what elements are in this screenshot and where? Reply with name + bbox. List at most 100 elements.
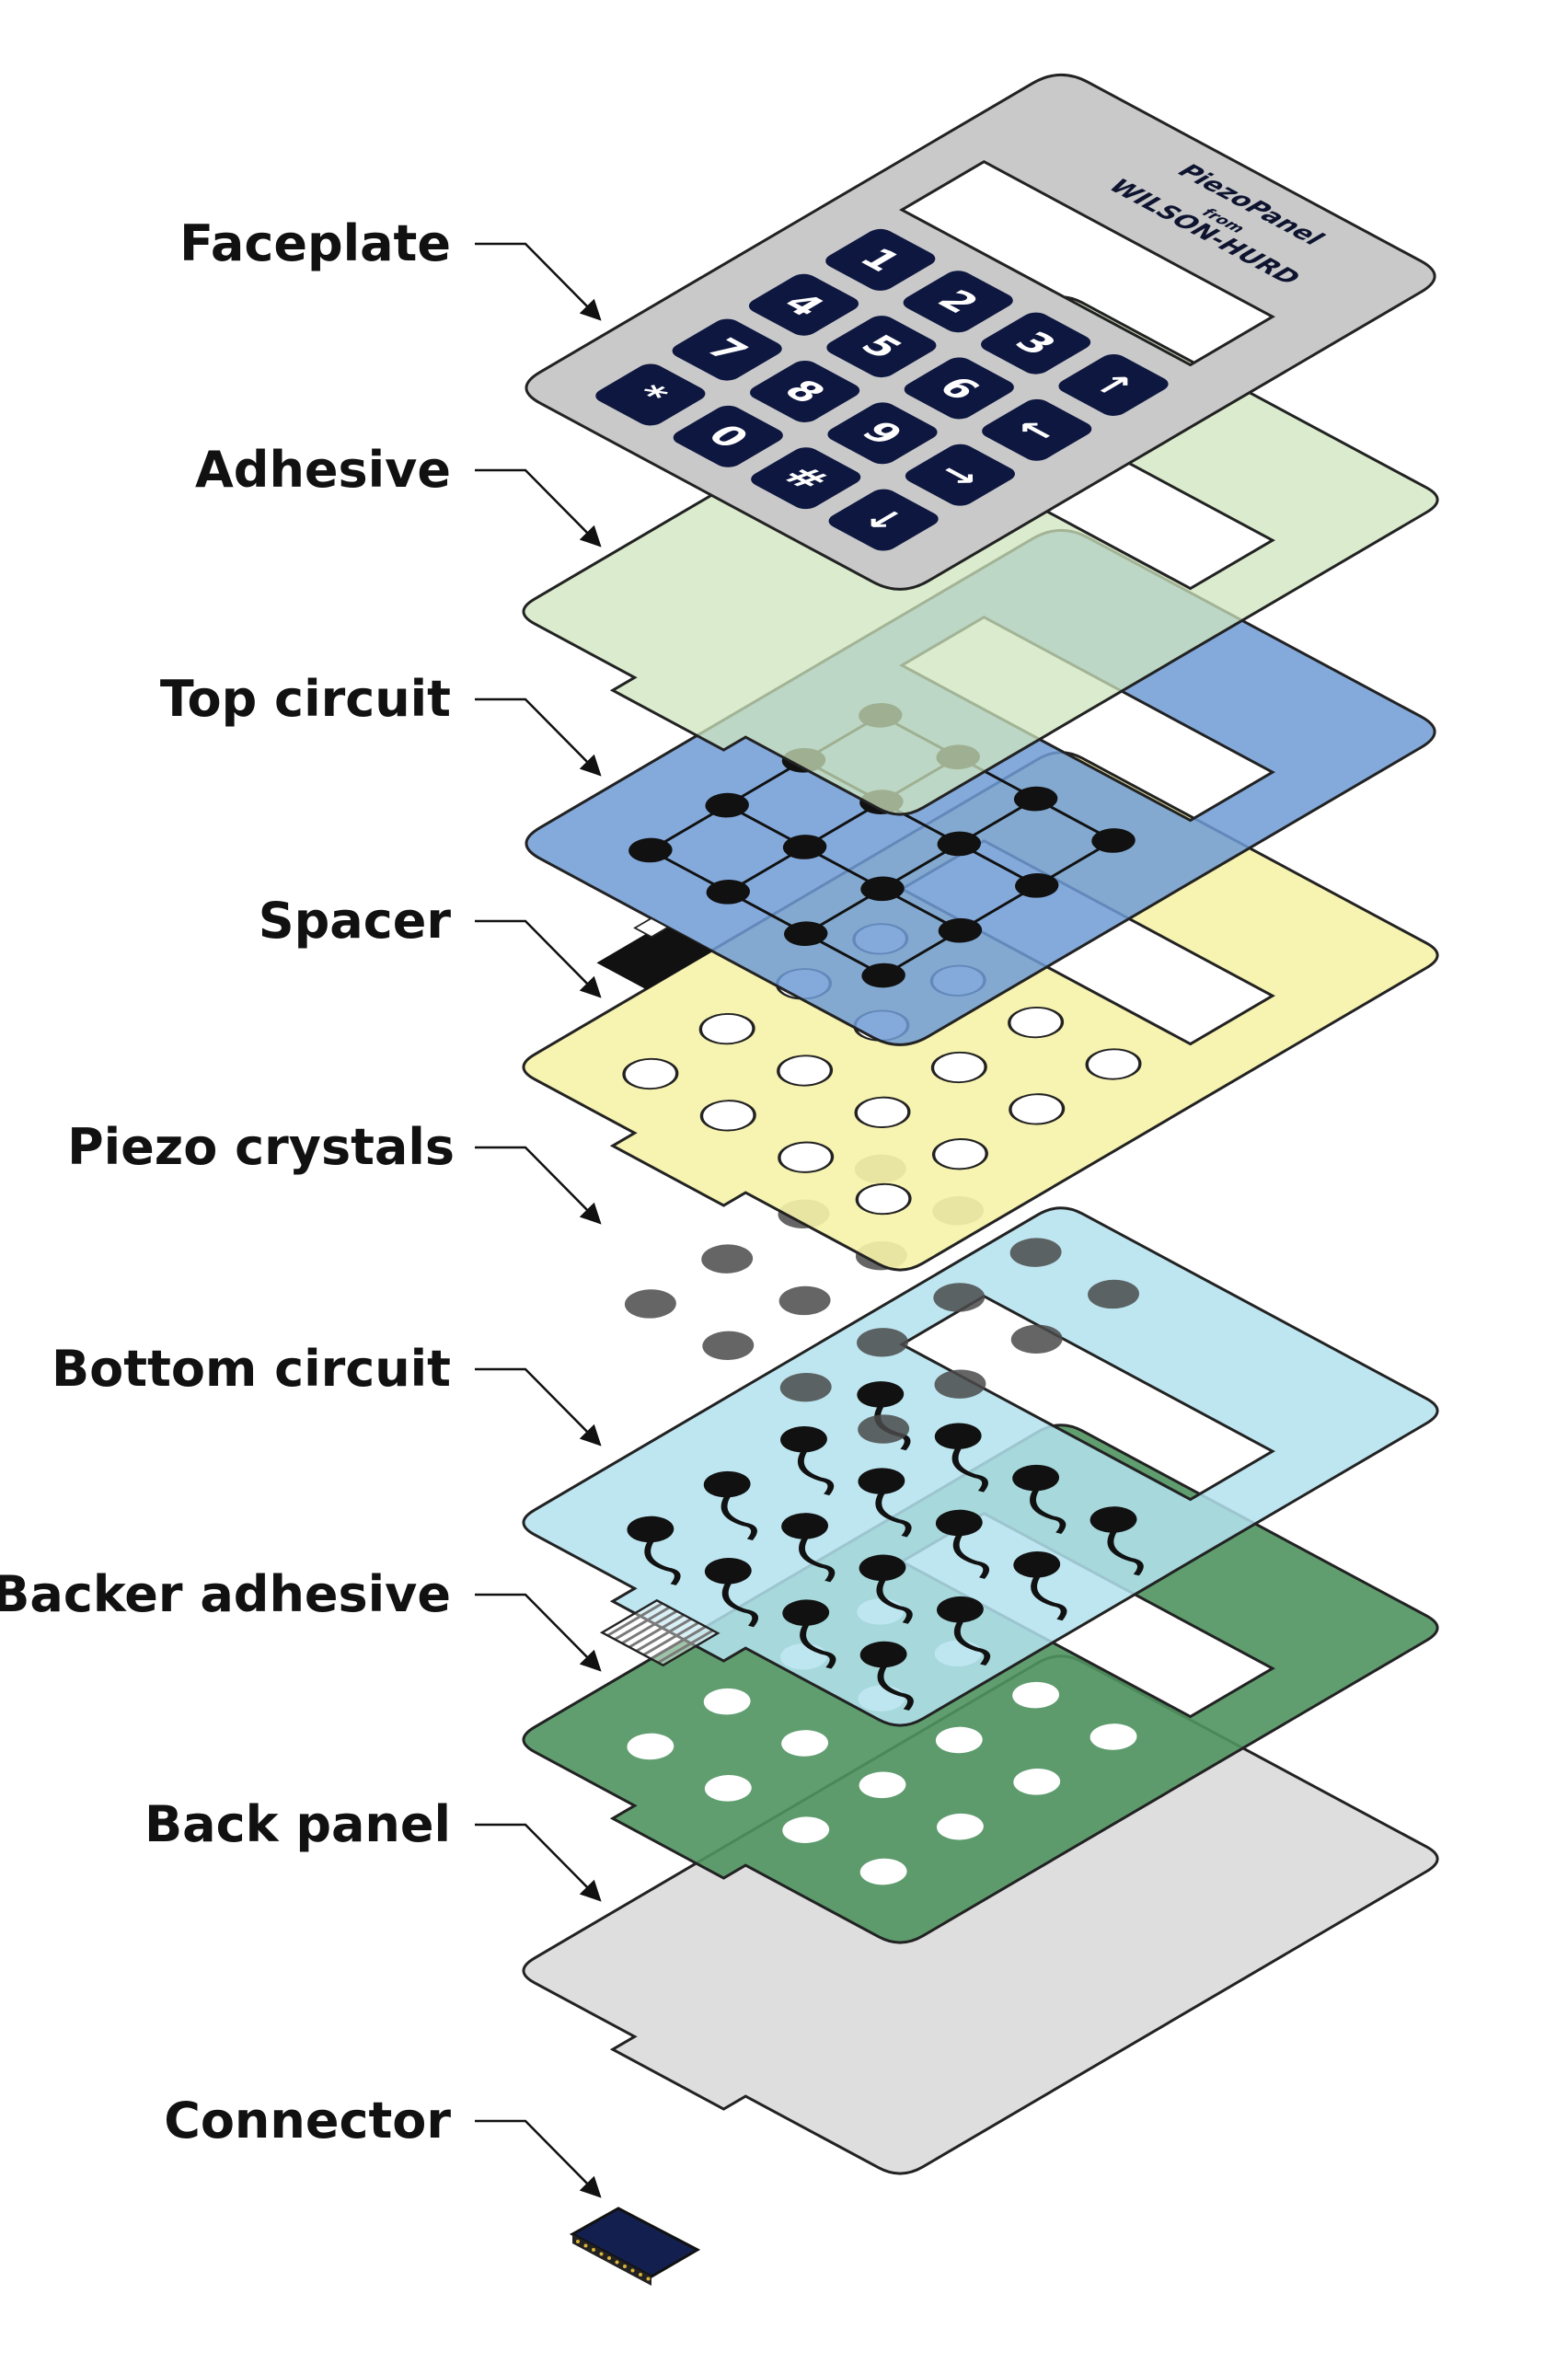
keypad-key[interactable]: 9 xyxy=(822,399,943,467)
backer-hole xyxy=(859,1771,906,1799)
keypad-key[interactable]: 5 xyxy=(821,313,942,381)
ribbon-tail-line xyxy=(649,1625,708,1660)
bottom-trace xyxy=(721,1583,759,1628)
label-piezo-crystals: Piezo crystals xyxy=(67,1118,455,1176)
spacer-hole xyxy=(778,1141,835,1173)
keypad-key[interactable]: 2 xyxy=(897,268,1019,336)
connector-pin xyxy=(576,2240,580,2243)
key-cap xyxy=(673,405,783,467)
layer-stack: 123↑456←789→*0#↓PiezoPanelfromWILSON-HUR… xyxy=(447,67,1449,2286)
bottom-contact-dot xyxy=(859,1641,907,1668)
bottom-trace xyxy=(951,1447,988,1493)
leader-line xyxy=(475,919,602,998)
backer-hole xyxy=(703,1688,751,1715)
leader-line xyxy=(475,1146,602,1225)
piezo-crystal xyxy=(933,1283,986,1312)
keypad-key[interactable]: ← xyxy=(976,396,1098,464)
key-cap xyxy=(905,444,1016,506)
ribbon-tail xyxy=(599,1598,721,1667)
connector-pin xyxy=(623,2265,627,2268)
piezo-crystal xyxy=(778,1285,831,1316)
bottom-trace xyxy=(644,1540,681,1585)
key-cap xyxy=(826,316,937,378)
keypad-key[interactable]: * xyxy=(590,361,711,429)
bottom-contact-dot xyxy=(859,1554,906,1582)
piezo-crystal xyxy=(934,1369,986,1399)
keypad-key[interactable]: → xyxy=(900,441,1021,509)
bottom-contact-dot xyxy=(627,1516,674,1543)
connector-pin xyxy=(639,2273,642,2277)
label-adhesive: Adhesive xyxy=(195,441,451,499)
keypad-key[interactable]: 7 xyxy=(666,316,788,384)
bottom-contact-dot xyxy=(858,1468,905,1494)
key-cap xyxy=(982,398,1092,461)
connector-pin xyxy=(607,2256,611,2260)
label-faceplate: Faceplate xyxy=(179,214,451,272)
label-bottom-circuit: Bottom circuit xyxy=(52,1340,451,1398)
leader-line xyxy=(475,1593,602,1672)
key-cap xyxy=(828,489,939,551)
label-back-panel: Back panel xyxy=(144,1795,451,1853)
backer-hole xyxy=(859,1858,907,1885)
top-trace xyxy=(649,849,885,976)
spacer-hole xyxy=(1085,1048,1142,1080)
top-contact-dot xyxy=(860,876,905,902)
backer-hole xyxy=(1012,1681,1060,1709)
backer-hole xyxy=(1013,1769,1061,1795)
backer-hole xyxy=(935,1726,983,1754)
backer-hole xyxy=(1090,1723,1137,1750)
connector-body xyxy=(569,2207,701,2278)
bottom-contact-dot xyxy=(704,1558,752,1585)
ribbon-tail-line xyxy=(605,1602,664,1637)
key-cap xyxy=(904,357,1014,420)
backer-hole xyxy=(782,1816,830,1843)
ribbon-tail-line xyxy=(628,1614,686,1648)
bottom-contact-dot xyxy=(781,1513,829,1539)
spacer-hole xyxy=(855,1182,912,1216)
bottom-contact-dot xyxy=(1013,1551,1061,1578)
key-cap xyxy=(748,273,859,336)
keypad-key[interactable]: 4 xyxy=(744,271,865,339)
piezo-crystal xyxy=(858,1414,910,1444)
keypad-key[interactable]: 6 xyxy=(898,354,1020,422)
piezo-crystal xyxy=(1010,1324,1063,1354)
keypad-key[interactable]: # xyxy=(745,444,867,513)
key-cap xyxy=(981,312,1091,375)
bottom-circuit-sheet xyxy=(490,1202,1448,1745)
leader-line xyxy=(475,1823,602,1902)
top-contact-dot xyxy=(1013,786,1058,812)
ribbon-tail-line xyxy=(635,1618,693,1653)
backer-hole xyxy=(781,1730,829,1757)
connector-pin xyxy=(583,2243,588,2248)
keypad-key[interactable]: ↑ xyxy=(1053,351,1174,419)
bottom-trace xyxy=(800,1624,836,1669)
piezo-crystal xyxy=(1088,1279,1139,1309)
backer-hole xyxy=(704,1775,752,1802)
bottom-trace xyxy=(721,1496,757,1540)
piezo-crystal xyxy=(701,1244,754,1274)
backer-hole xyxy=(937,1813,984,1840)
top-contact-dot xyxy=(782,835,827,859)
keypad-key[interactable]: 1 xyxy=(820,225,941,294)
key-cap xyxy=(827,402,938,465)
keypad-key[interactable]: 8 xyxy=(744,357,866,425)
bottom-contact-dot xyxy=(934,1423,982,1450)
spacer-hole xyxy=(1008,1006,1065,1039)
spacer-hole xyxy=(1009,1093,1066,1125)
keypad-key[interactable]: 3 xyxy=(975,309,1097,377)
key-cap xyxy=(903,271,1013,333)
top-contact-dot xyxy=(1091,828,1136,853)
backer-hole xyxy=(627,1733,674,1760)
bottom-contact-dot xyxy=(857,1381,905,1408)
bottom-contact-dot xyxy=(1012,1464,1060,1492)
bottom-contact-dot xyxy=(703,1470,751,1498)
spacer-hole xyxy=(777,1055,834,1087)
keypad-key[interactable]: 0 xyxy=(667,402,789,470)
label-top-circuit: Top circuit xyxy=(160,670,451,728)
leader-line xyxy=(475,468,602,548)
connector-pin xyxy=(599,2252,604,2256)
bottom-trace xyxy=(1031,1576,1067,1621)
top-trace xyxy=(804,798,1038,935)
keypad-key[interactable]: ↓ xyxy=(823,486,944,554)
